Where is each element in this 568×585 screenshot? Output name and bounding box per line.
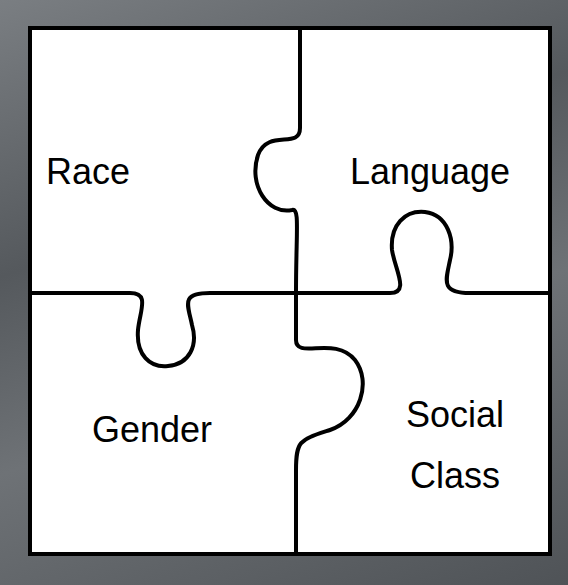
puzzle-seam [296, 293, 363, 554]
puzzle-seam [30, 293, 296, 366]
piece-label: Gender [92, 399, 212, 460]
puzzle-seam [255, 28, 300, 293]
piece-label: Language [350, 141, 510, 202]
puzzle-piece: Race [46, 141, 130, 202]
puzzle-seam [296, 212, 550, 293]
puzzle-piece: Social Class [385, 384, 525, 506]
piece-label: Race [46, 141, 130, 202]
puzzle-piece: Gender [92, 399, 212, 460]
puzzle-frame [30, 28, 550, 554]
piece-label: Social Class [385, 384, 525, 506]
puzzle-piece: Language [350, 141, 510, 202]
